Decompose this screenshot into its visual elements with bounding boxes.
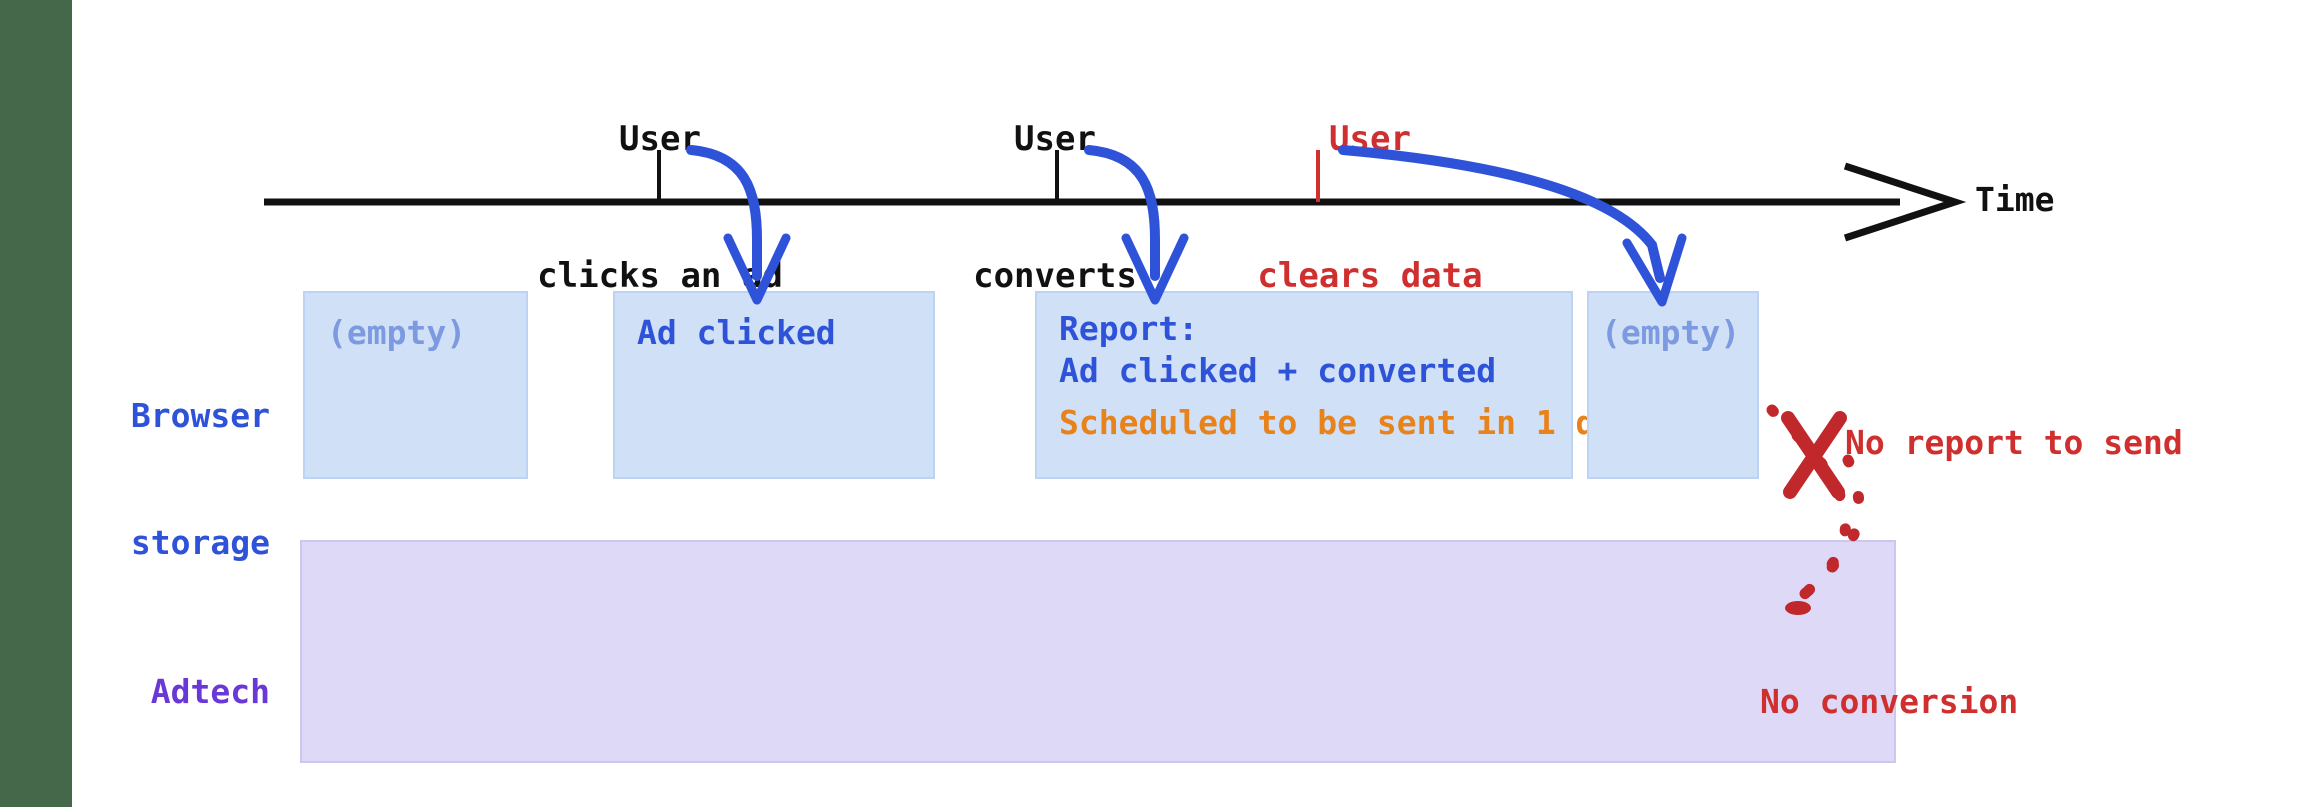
left-color-band: [0, 0, 72, 807]
event-label-clear-line1: User: [1329, 119, 1411, 160]
row-label-adtech-line2: server: [70, 798, 270, 807]
storage-box-3-schedule-note: Scheduled to be sent in 1 day: [1059, 403, 1636, 442]
storage-box-4-text: (empty): [1601, 313, 1741, 352]
annotation-no-report-to-send: No report to send: [1845, 423, 2183, 462]
storage-box-1-text: (empty): [327, 313, 467, 352]
annotation-no-conversion-reported: No conversion reported to adtech: [1760, 597, 2118, 807]
event-label-click-line1: User: [619, 119, 701, 160]
storage-box-3-title: Report:: [1059, 309, 1199, 348]
row-label-browser-line2: storage: [130, 523, 270, 563]
row-label-browser-storage: Browser storage: [70, 311, 270, 649]
storage-box-empty-cleared: (empty): [1587, 291, 1759, 479]
event-label-convert-line1: User: [1014, 119, 1096, 160]
storage-box-empty-initial: (empty): [303, 291, 528, 479]
storage-box-report: Report: Ad clicked + converted Scheduled…: [1035, 291, 1635, 479]
storage-box-ad-clicked: Ad clicked: [613, 291, 935, 479]
row-label-adtech-server: Adtech server: [70, 587, 270, 807]
annotation-no-conversion-line1: No conversion: [1760, 682, 2019, 722]
timeline-arrowhead: [1843, 162, 1967, 242]
cross-mark-icon: [1781, 411, 1847, 499]
storage-box-2-text: Ad clicked: [637, 313, 836, 352]
row-label-adtech-line1: Adtech: [150, 672, 270, 712]
adtech-server-box: [300, 540, 1896, 763]
storage-box-3-detail: Ad clicked + converted: [1059, 351, 1497, 390]
timeline-axis-label: Time: [1975, 180, 2055, 219]
row-label-browser-line1: Browser: [130, 396, 270, 436]
